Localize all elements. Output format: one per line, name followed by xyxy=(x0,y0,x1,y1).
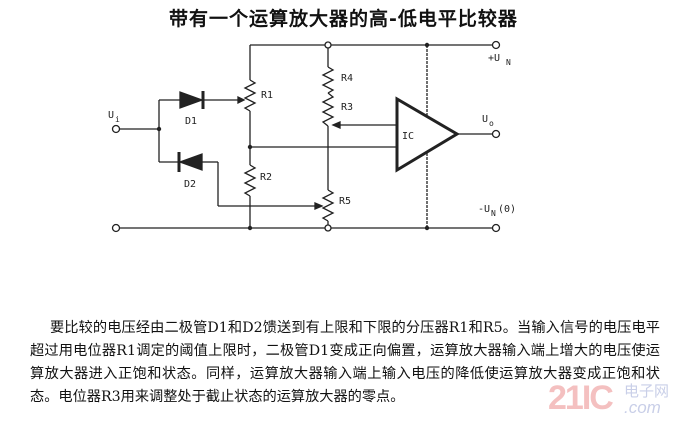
resistor-r3 xyxy=(321,92,335,127)
label-r4: R4 xyxy=(341,73,353,84)
terminals xyxy=(111,40,501,233)
op-amp-ic xyxy=(395,96,460,173)
description-paragraph: 要比较的电压经由二极管D1和D2馈送到有上限和下限的分压器R1和R5。当输入信号… xyxy=(30,320,660,405)
resistor-r4 xyxy=(321,66,335,94)
diode-d2 xyxy=(177,152,203,172)
r1-wiper-arrow xyxy=(237,95,246,105)
label-r1: R1 xyxy=(261,90,273,101)
circuit-diagram: U i D1 D2 R1 R2 R3 R4 R5 IC U o +U N -U … xyxy=(108,40,516,233)
diode-d1 xyxy=(179,91,205,109)
diagram-title: 带有一个运算放大器的高-低电平比较器 xyxy=(169,8,518,30)
label-vminus: -U xyxy=(478,204,490,215)
label-vminus-sub: N xyxy=(491,209,496,218)
label-d2: D2 xyxy=(184,179,196,190)
label-uo: U xyxy=(482,114,488,125)
watermark-cn: 电子网 xyxy=(624,382,670,400)
label-ui-sub: i xyxy=(115,115,120,124)
label-vplus: +U xyxy=(488,53,500,64)
watermark-number: 21IC xyxy=(548,379,614,417)
label-r3: R3 xyxy=(341,102,353,113)
label-ui: U xyxy=(108,110,114,121)
label-d1: D1 xyxy=(185,116,197,127)
label-vminus-tail: (0) xyxy=(498,204,516,215)
resistor-r1 xyxy=(243,79,257,112)
watermark-com: .com xyxy=(624,398,661,417)
r5-wiper-arrow xyxy=(314,202,324,210)
r3-wiper-arrow xyxy=(331,121,341,129)
label-vplus-sub: N xyxy=(506,58,511,67)
watermark-logo: 21IC 电子网 .com xyxy=(548,379,687,424)
resistor-r5 xyxy=(321,189,335,222)
junction-dots xyxy=(156,42,430,231)
resistor-r2 xyxy=(243,164,257,197)
label-r2: R2 xyxy=(260,172,272,183)
label-ic: IC xyxy=(402,131,414,142)
label-uo-sub: o xyxy=(489,119,494,128)
label-r5: R5 xyxy=(339,196,351,207)
